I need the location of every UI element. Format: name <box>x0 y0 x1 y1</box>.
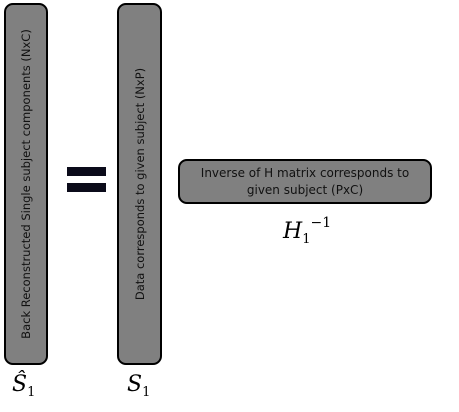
h-1-inverse-symbol: H1−1 <box>283 215 331 247</box>
equals-sign <box>67 167 106 193</box>
s-hat-symbol-main: Ŝ <box>12 372 28 397</box>
s-1-symbol: S1 <box>127 372 151 400</box>
inverse-h-matrix-label: Inverse of H matrix corresponds to given… <box>180 165 430 199</box>
s-hat-1-symbol: Ŝ1 <box>12 372 36 400</box>
equals-top-stroke <box>67 167 106 176</box>
equals-bottom-stroke <box>67 183 106 192</box>
subject-data-label: Data corresponds to given subject (NxP) <box>132 67 147 301</box>
inverse-h-matrix-label-line1: Inverse of H matrix corresponds to <box>200 165 410 180</box>
back-reconstructed-components-label: Back Reconstructed Single subject compon… <box>19 29 33 339</box>
inverse-h-matrix-label-line2: given subject (PxC) <box>246 182 364 197</box>
subject-data-block: Data corresponds to given subject (NxP) <box>117 3 162 365</box>
h-symbol-superscript: −1 <box>310 215 332 231</box>
s-symbol-subscript: 1 <box>142 385 151 400</box>
inverse-h-matrix-block: Inverse of H matrix corresponds to given… <box>178 159 432 204</box>
h-symbol-main: H <box>283 219 303 244</box>
s-symbol-main: S <box>127 372 143 397</box>
back-reconstructed-components-block: Back Reconstructed Single subject compon… <box>4 3 48 365</box>
s-hat-symbol-subscript: 1 <box>27 385 36 400</box>
h-symbol-subscript: 1 <box>302 232 311 247</box>
